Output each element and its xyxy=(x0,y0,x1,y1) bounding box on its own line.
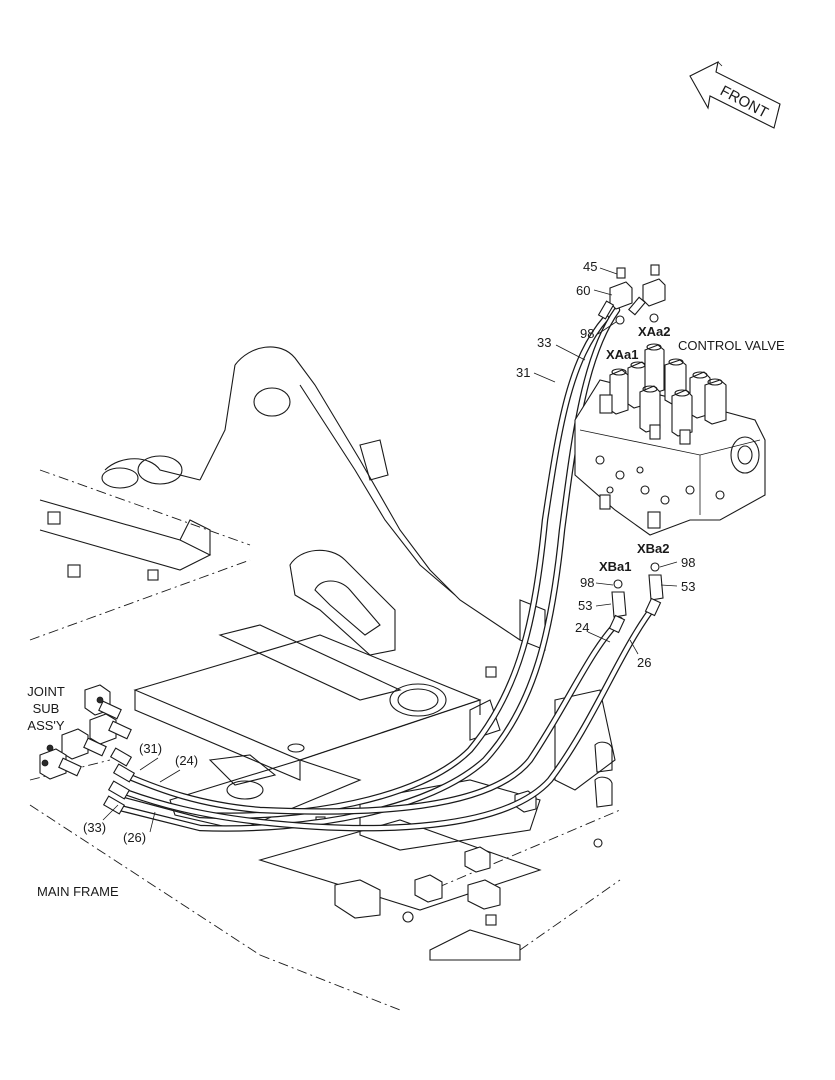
label-sub: SUB xyxy=(33,701,60,716)
upper-fittings xyxy=(597,264,666,325)
label-53-left: 53 xyxy=(578,598,592,613)
frame-blocks xyxy=(47,511,603,926)
label-xba1: XBa1 xyxy=(599,559,632,574)
label-98-left: 98 xyxy=(580,575,594,590)
label-31: 31 xyxy=(516,365,530,380)
label-98-right: 98 xyxy=(681,555,695,570)
hose-33 xyxy=(116,306,621,832)
label-24-paren: (24) xyxy=(175,753,198,768)
hose-26 xyxy=(116,601,659,832)
lower-fittings xyxy=(608,562,664,634)
label-33-paren: (33) xyxy=(83,820,106,835)
control-valve xyxy=(574,343,766,536)
label-control-valve: CONTROL VALVE xyxy=(678,338,785,353)
label-xba2: XBa2 xyxy=(637,541,670,556)
label-26: 26 xyxy=(637,655,651,670)
label-assy: ASS'Y xyxy=(27,718,64,733)
front-arrow xyxy=(689,61,781,129)
frame-body xyxy=(39,499,616,961)
label-45: 45 xyxy=(583,259,597,274)
leader-lines xyxy=(102,267,678,833)
label-98-top: 98 xyxy=(580,326,594,341)
label-joint: JOINT xyxy=(27,684,65,699)
hose-31 xyxy=(121,314,610,819)
hose-24 xyxy=(121,616,624,815)
boom-bracket xyxy=(101,346,521,641)
label-26-paren: (26) xyxy=(123,830,146,845)
label-24: 24 xyxy=(575,620,589,635)
front-label: FRONT xyxy=(717,82,771,121)
main-frame-outline xyxy=(29,469,621,1011)
callout-labels: FRONT 45 60 98 33 31 XAa2 XAa1 CONTROL V… xyxy=(27,82,785,899)
label-xaa1: XAa1 xyxy=(606,347,639,362)
label-xaa2: XAa2 xyxy=(638,324,671,339)
label-31-paren: (31) xyxy=(139,741,162,756)
label-53-right: 53 xyxy=(681,579,695,594)
label-33: 33 xyxy=(537,335,551,350)
joint-sub-assy xyxy=(39,684,136,815)
label-60: 60 xyxy=(576,283,590,298)
label-main-frame: MAIN FRAME xyxy=(37,884,119,899)
